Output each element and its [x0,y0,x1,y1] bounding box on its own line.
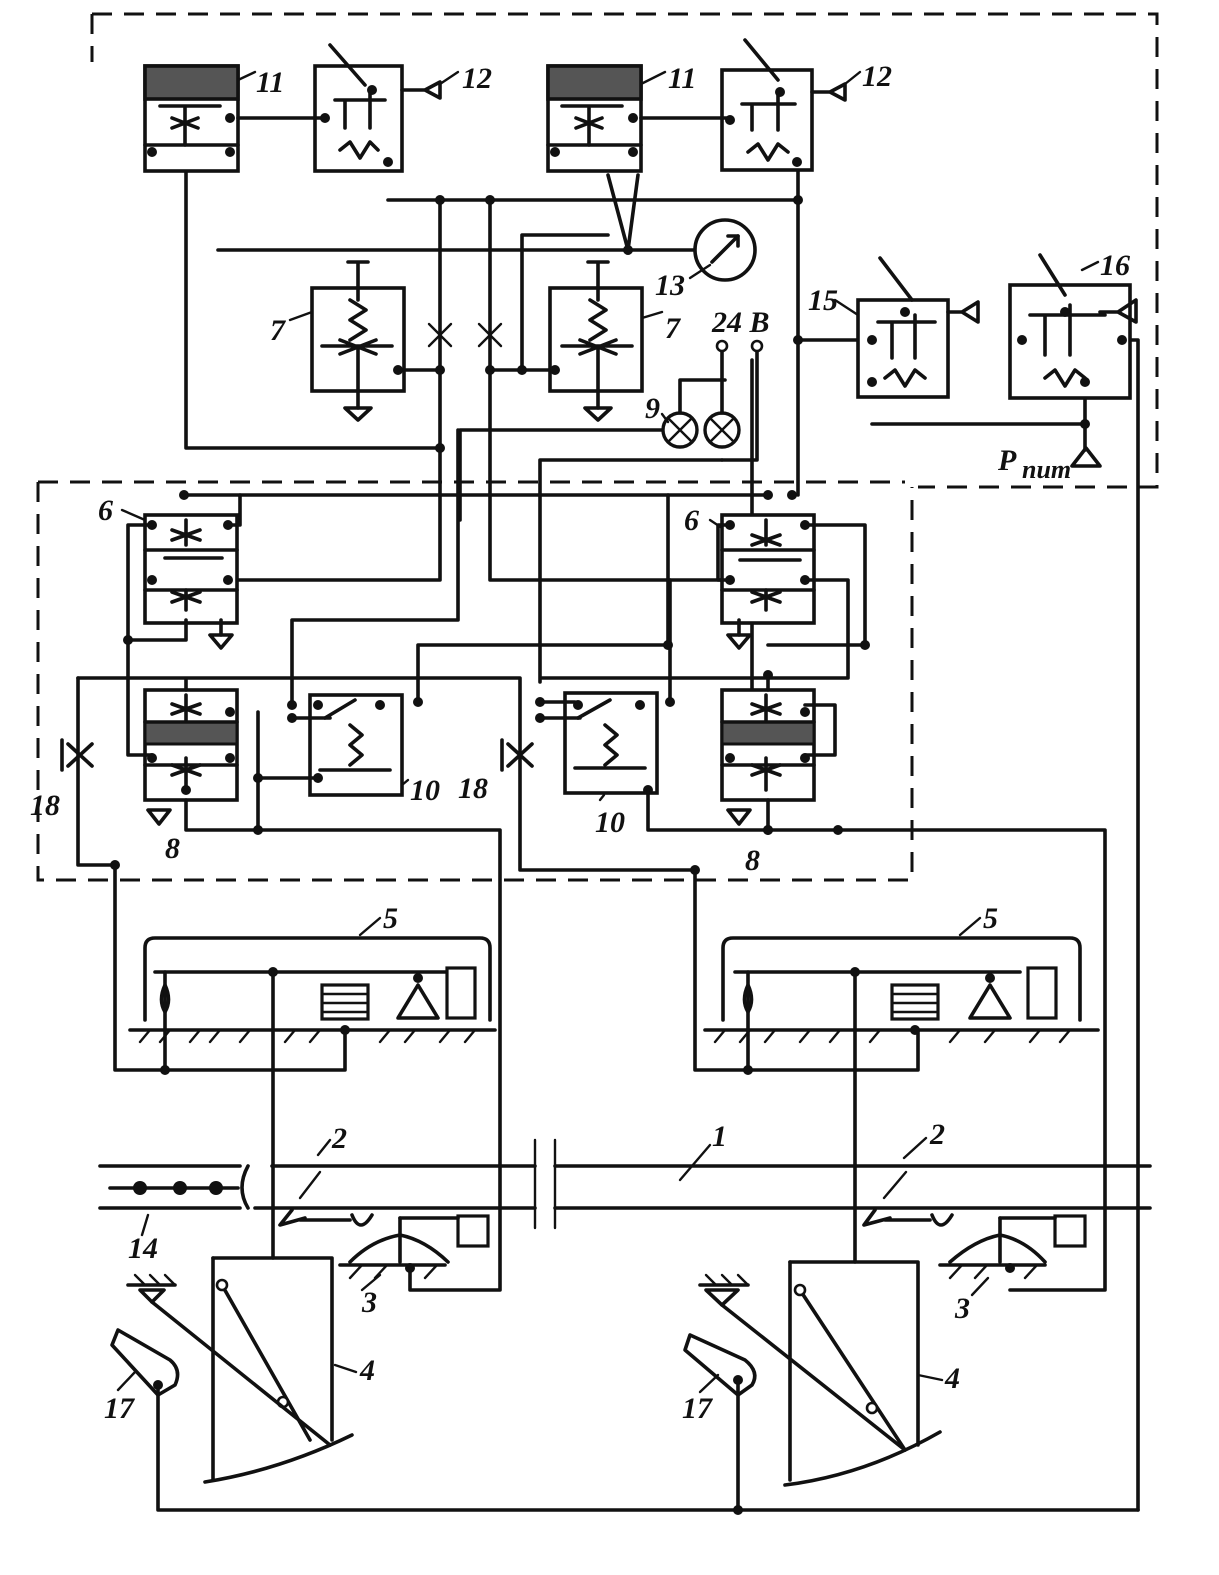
label-6-left: 6 [98,494,113,527]
label-2-right: 2 [929,1118,945,1151]
hand-valve-16 [1008,253,1138,400]
label-5-right: 5 [983,902,998,935]
label-14: 14 [128,1232,158,1265]
cylinder-17-left [110,1273,1140,1512]
label-2-left: 2 [331,1122,347,1155]
sector-gate-4-left [203,1256,354,1484]
solenoid-valve-10-left [287,693,423,797]
panel-boundaries [36,12,1159,882]
relay-valve-8-left [143,688,239,826]
sector-gate-4-right [783,1260,942,1487]
label-17-left: 17 [104,1392,135,1425]
throttle-18-left [60,738,94,772]
label-7-left: 7 [270,314,286,347]
sensor-3-right [938,1214,1087,1280]
relay-valve-6-left [143,490,239,650]
hand-valve-12-right [720,38,847,172]
label-11-left: 11 [256,66,284,99]
hand-valve-12-left [313,43,442,173]
mechanism-5-right [703,936,1100,1075]
label-13: 13 [655,269,685,302]
label-18-left: 18 [30,789,60,822]
mechanism-5-left [128,936,497,1075]
label-7-right: 7 [665,312,681,345]
label-8-left: 8 [165,832,180,865]
label-3-left: 3 [361,1286,377,1319]
label-4-left: 4 [359,1354,375,1387]
cylinder-17-right [683,1273,907,1515]
label-5-left: 5 [383,902,398,935]
indicator-lamps-9 [661,339,764,462]
flap-2-right [862,1170,954,1227]
callout-labels: 11 12 11 12 13 7 7 24 В 9 15 16 P пит 6 … [30,60,1130,1425]
label-p-supply-sub: пит [1022,455,1071,484]
label-11-right: 11 [668,62,696,95]
relief-valve-7-right [548,260,644,422]
label-18-right: 18 [458,772,488,805]
channel-1 [98,1138,1152,1230]
label-8-right: 8 [745,844,760,877]
solenoid-valve-10-right [535,691,675,795]
sensor-3-left [338,1214,490,1280]
label-10-left: 10 [410,774,440,807]
label-3-right: 3 [954,1292,970,1325]
crossover-marks [427,322,503,348]
junction-dots [110,195,1090,875]
relief-valve-7-left [310,260,406,422]
label-p-supply: P [997,444,1017,477]
label-6-right: 6 [684,504,699,537]
label-4-right: 4 [944,1362,960,1395]
label-16: 16 [1100,249,1130,282]
label-12-left: 12 [462,62,492,95]
label-15: 15 [808,284,838,317]
leader-lines [116,70,1100,1394]
label-10-right: 10 [595,806,625,839]
pressure-regulator-11-right [546,64,643,173]
label-1: 1 [712,1120,727,1153]
supply-triangle [1070,446,1102,468]
hand-valve-15 [856,256,980,399]
flap-2-left [278,1170,374,1227]
middle-pipework [76,493,1107,1292]
top-pipework [184,163,1140,1512]
label-12-right: 12 [862,60,892,93]
throttle-18-right [500,738,534,772]
label-17-right: 17 [682,1392,713,1425]
label-24v: 24 В [711,306,770,339]
relay-valve-6-right [720,490,816,650]
label-9: 9 [645,392,660,425]
pressure-regulator-11-left [143,64,240,173]
